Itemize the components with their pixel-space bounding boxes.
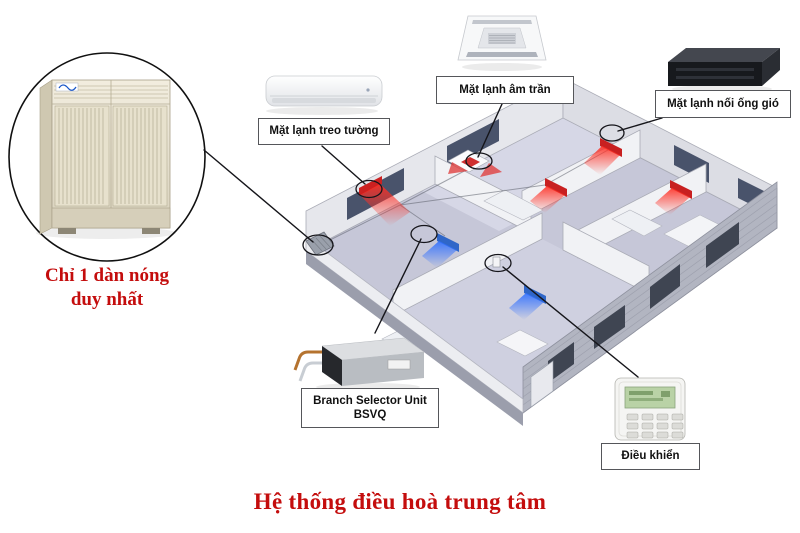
callout-lines — [203, 103, 663, 378]
duct-unit-image — [668, 48, 780, 93]
indoor-unit-blue-2 — [509, 285, 546, 320]
building-isometric — [305, 77, 778, 426]
marker-cassette-unit — [465, 152, 493, 170]
outdoor-unit-caption-line2: duy nhất — [70, 288, 144, 310]
callout-markers — [302, 124, 625, 273]
indoor-unit-red-2 — [530, 178, 567, 213]
indoor-unit-duct-red — [584, 138, 622, 175]
daikin-logo — [55, 82, 79, 92]
wall-controller-device — [492, 256, 501, 268]
marker-duct-unit — [599, 124, 625, 142]
line-branch-selector — [374, 238, 422, 334]
indoor-unit-wall-red — [359, 176, 410, 226]
line-controller — [502, 266, 639, 378]
outdoor-unit-highlight-circle — [8, 52, 206, 262]
wall-unit-image — [265, 75, 383, 115]
callout-label-cassette-unit: Mặt lạnh âm trần — [436, 76, 574, 104]
callout-label-duct-unit: Mặt lạnh nối ống gió — [655, 90, 791, 118]
cassette-unit-image — [457, 15, 547, 71]
building-front-right-wall — [522, 181, 778, 414]
branch-selector-label-line2: BSVQ — [353, 409, 387, 421]
line-outdoor-to-building — [203, 149, 314, 243]
callout-label-wall-unit: Mặt lạnh treo tường — [258, 118, 390, 145]
branch-selector-image — [293, 337, 425, 391]
line-duct-unit — [617, 117, 663, 132]
line-wall-unit — [321, 145, 366, 185]
indoor-unit-blue-1 — [422, 233, 459, 268]
callout-label-branch-selector: Branch Selector Unit BSVQ — [301, 388, 439, 428]
marker-branch-selector — [410, 224, 438, 244]
marker-controller — [484, 253, 512, 273]
marker-pipe-entry — [302, 234, 334, 256]
indoor-unit-red-3 — [655, 180, 692, 215]
outdoor-unit-caption: Chỉ 1 dàn nóng duy nhất — [14, 264, 200, 312]
callout-label-controller: Điều khiển — [601, 443, 700, 470]
controller-image — [614, 377, 686, 441]
page-title: Hệ thống điều hoà trung tâm — [253, 489, 547, 514]
line-cassette-unit — [477, 103, 503, 158]
outdoor-unit-image — [36, 79, 176, 239]
branch-selector-label-line1: Branch Selector Unit — [313, 394, 427, 407]
outdoor-unit-caption-line1: Chỉ 1 dàn nóng — [44, 265, 170, 286]
marker-wall-unit — [355, 179, 383, 199]
